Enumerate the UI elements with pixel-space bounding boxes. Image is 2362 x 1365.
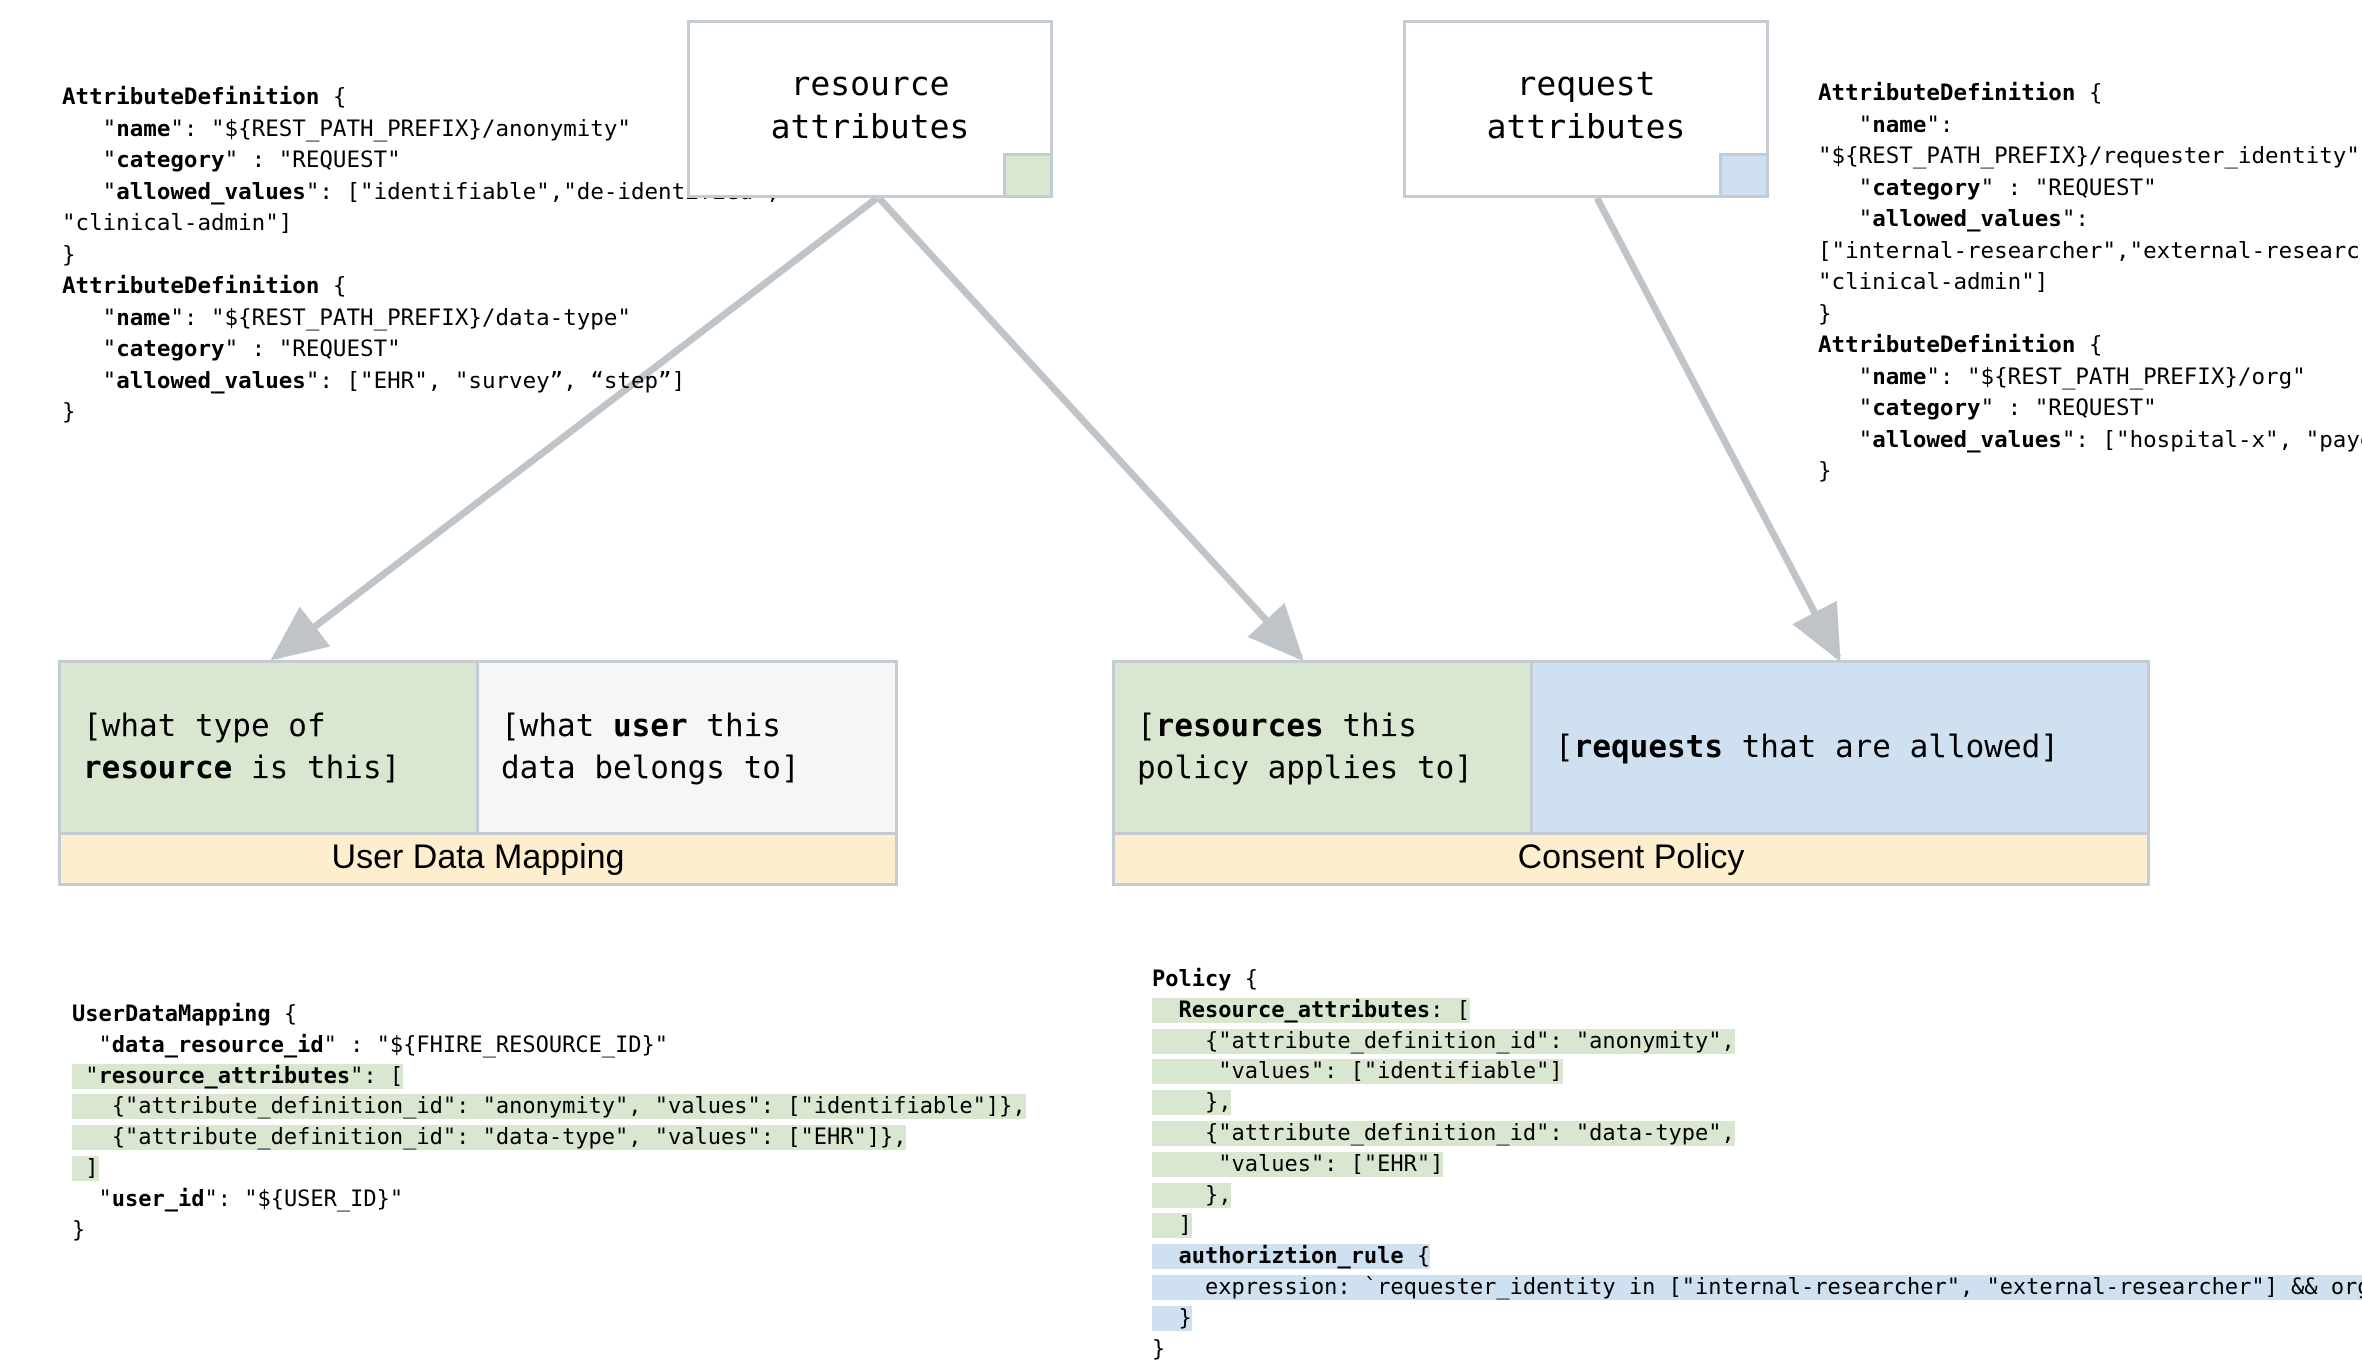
code-line: Policy {	[1152, 967, 1258, 992]
left-attribute-definitions-code: AttributeDefinition { "name": "${REST_PA…	[62, 82, 780, 429]
code-line: "allowed_values":	[1818, 206, 2089, 232]
code-line: {"attribute_definition_id": "data-type",	[1152, 1120, 1735, 1146]
code-line: "allowed_values": ["hospital-x", "payer_…	[1818, 426, 2362, 453]
code-line: }	[1818, 458, 1832, 484]
diagram-canvas: AttributeDefinition { "name": "${REST_PA…	[58, 20, 2362, 1362]
code-line: expression: `requester_identity in ["int…	[1152, 1273, 2362, 1304]
code-line: "data_resource_id" : "${FHIRE_RESOURCE_I…	[72, 1032, 669, 1058]
user-data-mapping-code: UserDataMapping { "data_resource_id" : "…	[72, 1000, 1026, 1246]
code-line: "${REST_PATH_PREFIX}/requester_identity"	[1818, 143, 2360, 169]
code-line: "name": "${REST_PATH_PREFIX}/org"	[1818, 363, 2306, 390]
code-line: "user_id": "${USER_ID}"	[72, 1186, 404, 1212]
code-line: "clinical-admin"]	[62, 210, 293, 236]
code-line: "resource_attributes": [	[72, 1063, 404, 1089]
consent-policy-request-text: [requests that are allowed]	[1555, 728, 2059, 765]
code-line: "category" : "REQUEST"	[62, 147, 401, 173]
code-line: AttributeDefinition {	[62, 273, 347, 299]
resource-attributes-label: resource attributes	[770, 64, 970, 146]
code-line: ]	[1152, 1213, 1192, 1239]
blue-swatch-icon	[1719, 153, 1769, 198]
request-attributes-box[interactable]: request attributes	[1403, 20, 1769, 198]
consent-policy-request-cell[interactable]: [requests that are allowed]	[1533, 663, 2147, 832]
code-line: ["internal-researcher","external-researc…	[1818, 237, 2362, 264]
code-line: {"attribute_definition_id": "anonymity",	[1152, 1028, 1735, 1054]
code-line: "category" : "REQUEST"	[1818, 395, 2157, 421]
code-line: "name": "${REST_PATH_PREFIX}/data-type"	[62, 304, 631, 331]
code-line: "allowed_values": ["EHR", "survey”, “ste…	[62, 367, 686, 394]
green-swatch-icon	[1003, 153, 1053, 198]
consent-policy-code: Policy { Resource_attributes: [ {"attrib…	[1152, 965, 2362, 1365]
code-line: Resource_attributes: [	[1152, 996, 2362, 1027]
code-line: }	[62, 399, 76, 425]
arrow-resource-to-consent-policy	[876, 195, 1304, 662]
code-line: UserDataMapping {	[72, 1002, 298, 1027]
code-line: "values": ["identifiable"]	[1152, 1059, 1563, 1085]
code-line: }	[62, 241, 76, 268]
code-line: "name": "${REST_PATH_PREFIX}/anonymity"	[62, 115, 631, 142]
consent-policy-title: Consent Policy	[1115, 832, 2147, 883]
code-line: AttributeDefinition {	[1818, 332, 2103, 358]
code-line: AttributeDefinition {	[62, 84, 347, 110]
resource-attributes-box[interactable]: resource attributes	[687, 20, 1053, 198]
code-line: AttributeDefinition {	[1818, 80, 2103, 106]
code-line: {"attribute_definition_id": "anonymity",…	[72, 1094, 1026, 1120]
code-line: "clinical-admin"]	[1818, 269, 2049, 295]
code-line: ]	[72, 1155, 99, 1181]
code-line: },	[1152, 1182, 1232, 1208]
code-line: },	[1152, 1090, 1232, 1116]
code-line: "name":	[1818, 111, 1954, 138]
arrow-request-to-consent-policy	[1593, 196, 1842, 662]
code-line: }	[1818, 300, 1832, 327]
code-line: }	[72, 1217, 86, 1243]
right-attribute-definitions-code: AttributeDefinition { "name": "${REST_PAT…	[1818, 78, 2362, 488]
code-line: {"attribute_definition_id": "data-type",…	[72, 1125, 907, 1151]
code-line: "allowed_values": ["identifiable","de-id…	[62, 178, 780, 205]
user-data-mapping-title: User Data Mapping	[61, 832, 895, 883]
code-line: "category" : "REQUEST"	[62, 336, 401, 362]
code-line: authoriztion_rule {	[1152, 1242, 2362, 1273]
code-line: }	[1152, 1305, 1192, 1331]
code-line: "category" : "REQUEST"	[1818, 174, 2157, 201]
code-line: }	[1152, 1336, 1166, 1362]
request-attributes-label: request attributes	[1486, 64, 1686, 146]
code-line: "values": ["EHR"]	[1152, 1151, 1444, 1177]
